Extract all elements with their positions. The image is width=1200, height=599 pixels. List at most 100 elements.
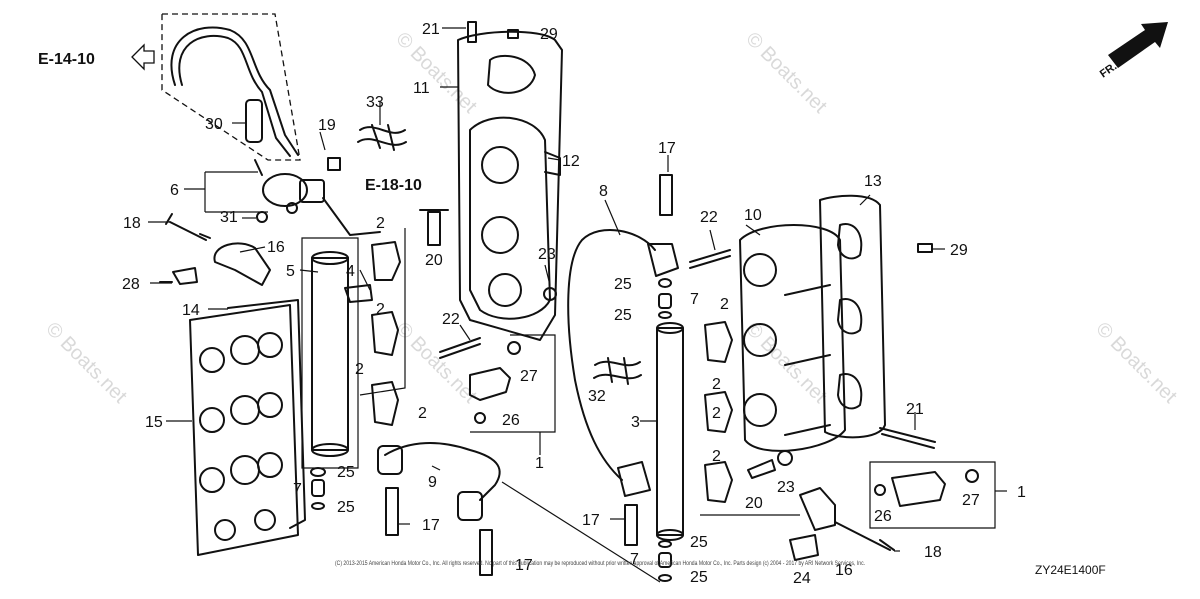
hollow-arrow-left-icon xyxy=(131,43,155,71)
callout-16: 16 xyxy=(267,239,285,256)
bolt-17a xyxy=(385,487,399,536)
callout-9: 9 xyxy=(428,474,437,491)
callout-18: 18 xyxy=(924,544,942,561)
dowel-29-upper xyxy=(507,29,519,39)
leader-lines xyxy=(148,27,1007,552)
callout-10: 10 xyxy=(744,207,762,224)
ref-label-left[interactable]: E-14-10 xyxy=(38,51,95,68)
fuel-pressure-regulator xyxy=(254,157,381,236)
fuel-injector-right xyxy=(891,471,946,507)
bracket-16-left xyxy=(213,242,271,286)
ref-e-14-10[interactable]: E-14-10 xyxy=(38,43,155,71)
stud-22-left xyxy=(439,337,481,359)
vapor-hose-inner xyxy=(178,34,291,157)
bracket-2a xyxy=(371,241,401,281)
callout-23: 23 xyxy=(777,479,795,496)
callout-2: 2 xyxy=(418,405,427,422)
assembly-line xyxy=(501,481,661,583)
callout-18: 18 xyxy=(123,215,141,232)
bracket-16-right xyxy=(799,487,836,531)
front-arrow-icon xyxy=(1108,22,1168,68)
front-direction-indicator: FR. xyxy=(1098,22,1168,80)
washer-25b xyxy=(311,502,325,510)
bracket-2b xyxy=(371,311,399,356)
washer-25d xyxy=(658,311,672,319)
watermark-text: © Boats.net xyxy=(1091,318,1181,408)
callout-1: 1 xyxy=(535,455,544,472)
callout-22: 22 xyxy=(442,311,460,328)
plug-7b xyxy=(658,293,672,309)
callout-8: 8 xyxy=(599,183,608,200)
stud-21-upper xyxy=(467,21,477,43)
callout-17: 17 xyxy=(515,557,533,574)
bolt-17c xyxy=(624,504,638,546)
washer-25a xyxy=(310,467,326,477)
gasket-15 xyxy=(189,304,299,556)
callout-26: 26 xyxy=(502,412,520,429)
callout-2: 2 xyxy=(376,301,385,318)
callout-19: 19 xyxy=(318,117,336,134)
callout-15: 15 xyxy=(145,414,163,431)
bracket-2f xyxy=(704,461,733,503)
callout-27: 27 xyxy=(962,492,980,509)
vapor-hose xyxy=(170,26,299,156)
bracket-leader xyxy=(359,228,406,396)
gasket-15-ports xyxy=(199,332,283,541)
callout-5: 5 xyxy=(286,263,295,280)
callout-7: 7 xyxy=(630,551,639,568)
fuel-hose-8 xyxy=(567,228,656,481)
bracket-2d xyxy=(704,321,733,363)
hose-end-8b xyxy=(617,461,651,497)
callout-25: 25 xyxy=(337,499,355,516)
callout-21: 21 xyxy=(422,21,440,38)
fuel-rail-5-frame xyxy=(301,237,359,469)
seal-27-left xyxy=(507,341,521,355)
fuel-hose-9 xyxy=(384,442,501,501)
callout-31: 31 xyxy=(220,209,238,226)
callout-2: 2 xyxy=(712,405,721,422)
callout-23: 23 xyxy=(538,246,556,263)
clip-32 xyxy=(593,357,642,385)
callout-24: 24 xyxy=(793,570,811,587)
intake-manifold-10 xyxy=(739,224,846,452)
callout-7: 7 xyxy=(690,291,699,308)
fuel-injector-left xyxy=(469,367,511,401)
stud-21-right xyxy=(879,427,936,449)
fuel-rail-3 xyxy=(656,327,684,536)
callout-2: 2 xyxy=(376,215,385,232)
callout-25: 25 xyxy=(690,534,708,551)
callout-27: 27 xyxy=(520,368,538,385)
callout-32: 32 xyxy=(588,388,606,405)
plug-7c xyxy=(658,552,672,568)
seal-26-left xyxy=(474,412,486,424)
callout-30: 30 xyxy=(205,116,223,133)
clip-33 xyxy=(357,124,407,151)
callout-17: 17 xyxy=(582,512,600,529)
seal-27-right xyxy=(965,469,979,483)
bolt-18-right xyxy=(834,521,895,551)
callout-6: 6 xyxy=(170,182,179,199)
copyright-notice: (C) 2013-2015 American Honda Motor Co., … xyxy=(335,561,865,567)
callout-20: 20 xyxy=(745,495,763,512)
hose-joint-30 xyxy=(245,99,263,143)
callout-21: 21 xyxy=(906,401,924,418)
callout-29: 29 xyxy=(950,242,968,259)
injector-group-bracket-right xyxy=(869,461,996,529)
fitting-4 xyxy=(344,284,373,303)
nut-23-right xyxy=(777,450,793,466)
callout-2: 2 xyxy=(355,361,364,378)
plug-7a xyxy=(311,479,325,497)
callout-2: 2 xyxy=(712,376,721,393)
ref-label-mid[interactable]: E-18-10 xyxy=(365,177,422,194)
callout-28: 28 xyxy=(122,276,140,293)
callout-11: 11 xyxy=(413,80,430,97)
hose-end-9a xyxy=(377,445,403,475)
callout-16: 16 xyxy=(835,562,853,579)
callout-25: 25 xyxy=(337,464,355,481)
callout-17: 17 xyxy=(422,517,440,534)
callout-14: 14 xyxy=(182,302,200,319)
nut-23-left xyxy=(543,287,557,301)
manifold-gasket-13 xyxy=(819,194,886,439)
